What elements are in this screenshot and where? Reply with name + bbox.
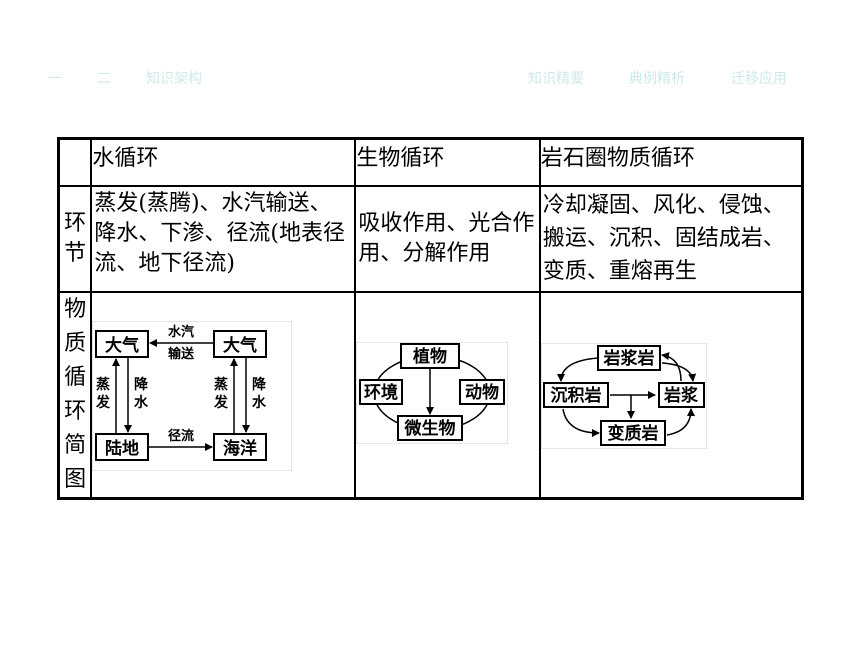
sed-to-metamorphic-arrow [562, 408, 600, 437]
header-rock-cycle: 岩石圈物质循环 [538, 137, 804, 187]
water-processes-cell: 蒸发(蒸腾)、水汽输送、降水、下渗、径流(地表径流、地下径流) [90, 185, 357, 293]
row-label-char: 简 [64, 433, 87, 458]
magma-to-igneous-arrow [660, 352, 682, 382]
ocean-label: 海洋 [223, 438, 257, 459]
nav-item-two[interactable]: 二 [97, 71, 111, 87]
header-water-cycle: 水循环 [90, 137, 357, 187]
rock-diagram-cell: 岩浆岩 沉积岩 岩浆 变质岩 [538, 291, 804, 500]
plant-label: 植物 [413, 346, 447, 367]
material-cycle-table: 水循环 生物循环 岩石圈物质循环 环 节 蒸发(蒸腾)、水汽输送、降水、下渗、径… [57, 137, 804, 500]
evap-right-char: 蒸 [214, 376, 228, 393]
animal-box [459, 379, 506, 405]
environment-box [359, 379, 404, 405]
row-label-char: 质 [64, 331, 87, 356]
metamorphic-to-magma-arrow [666, 408, 695, 436]
atmosphere-left-label: 大气 [105, 335, 139, 356]
magma-label: 岩浆 [663, 385, 699, 406]
evap-left-char: 发 [95, 394, 111, 411]
igneous-label: 岩浆岩 [602, 348, 654, 369]
bio-processes-text: 吸收作用、光合作用、分解作用 [358, 211, 535, 266]
bio-cycle-diagram: 植物 环境 动物 微生物 [355, 341, 509, 445]
water-processes-text: 蒸发(蒸腾)、水汽输送、降水、下渗、径流(地表径流、地下径流) [94, 191, 345, 276]
rock-processes-text: 冷却凝固、风化、侵蚀、搬运、沉积、固结成岩、变质、重熔再生 [542, 193, 785, 284]
land-box [95, 433, 150, 461]
environment-label: 环境 [364, 382, 398, 403]
animal-label: 动物 [465, 382, 499, 403]
water-diagram-cell: 大气 大气 陆地 海洋 水汽 输送 径流 蒸 发 降 水 蒸 [90, 291, 357, 500]
vapor-label-1: 水汽 [168, 324, 194, 340]
row-label-diagrams: 物 质 循 环 简 图 [57, 291, 93, 500]
row-diagrams: 物 质 循 环 简 图 大气 大气 陆地 [57, 291, 804, 500]
precip-left-char: 水 [134, 394, 149, 411]
igneous-to-sed-arrow [556, 357, 598, 382]
rock-cycle-diagram: 岩浆岩 沉积岩 岩浆 变质岩 [540, 342, 708, 450]
precip-right-char: 降 [252, 376, 267, 393]
precip-right-char: 水 [252, 394, 267, 411]
microbe-box [397, 415, 464, 441]
row-label-char: 图 [64, 467, 87, 492]
atmosphere-right-box [213, 330, 268, 358]
header-row: 水循环 生物循环 岩石圈物质循环 [57, 137, 804, 187]
nav-item-examples[interactable]: 典例精析 [629, 71, 685, 87]
header-corner [57, 137, 93, 187]
magma-box [657, 382, 705, 408]
land-label: 陆地 [105, 438, 139, 459]
evap-left-char: 蒸 [96, 376, 110, 393]
igneous-box [596, 345, 661, 371]
sedimentary-box [542, 382, 609, 408]
bio-processes-cell: 吸收作用、光合作用、分解作用 [354, 185, 541, 293]
row-label-char: 循 [64, 365, 87, 390]
row-label-char: 节 [64, 241, 87, 266]
nav-item-knowledge-essentials[interactable]: 知识精要 [528, 71, 584, 87]
nav-item-one[interactable]: 一 [48, 71, 62, 87]
rock-processes-cell: 冷却凝固、风化、侵蚀、搬运、沉积、固结成岩、变质、重熔再生 [538, 185, 804, 293]
bio-diagram-cell: 植物 环境 动物 微生物 [354, 291, 541, 500]
microbe-label: 微生物 [404, 418, 456, 439]
header-bio-cycle: 生物循环 [354, 137, 541, 187]
row-label-processes: 环 节 [57, 185, 93, 293]
row-label-char: 环 [64, 211, 87, 236]
row-processes: 环 节 蒸发(蒸腾)、水汽输送、降水、下渗、径流(地表径流、地下径流) 吸收作用… [57, 185, 804, 293]
nav-item-knowledge-structure[interactable]: 知识架构 [146, 71, 202, 87]
atmosphere-left-box [95, 330, 150, 358]
atmosphere-right-label: 大气 [223, 335, 257, 356]
vapor-label-2: 输送 [168, 346, 195, 362]
row-label-char: 物 [64, 297, 87, 322]
ocean-box [213, 433, 268, 461]
runoff-label: 径流 [168, 428, 194, 444]
metamorphic-box [599, 420, 666, 446]
evap-right-char: 发 [213, 394, 229, 411]
water-cycle-diagram: 大气 大气 陆地 海洋 水汽 输送 径流 蒸 发 降 水 蒸 [91, 320, 293, 472]
nav-item-transfer-application[interactable]: 迁移应用 [731, 71, 787, 87]
igneous-to-magma-arrow [661, 362, 697, 382]
row-label-char: 环 [64, 399, 87, 424]
metamorphic-label: 变质岩 [607, 423, 658, 444]
sedimentary-label: 沉积岩 [550, 385, 601, 406]
precip-left-char: 降 [134, 376, 149, 393]
